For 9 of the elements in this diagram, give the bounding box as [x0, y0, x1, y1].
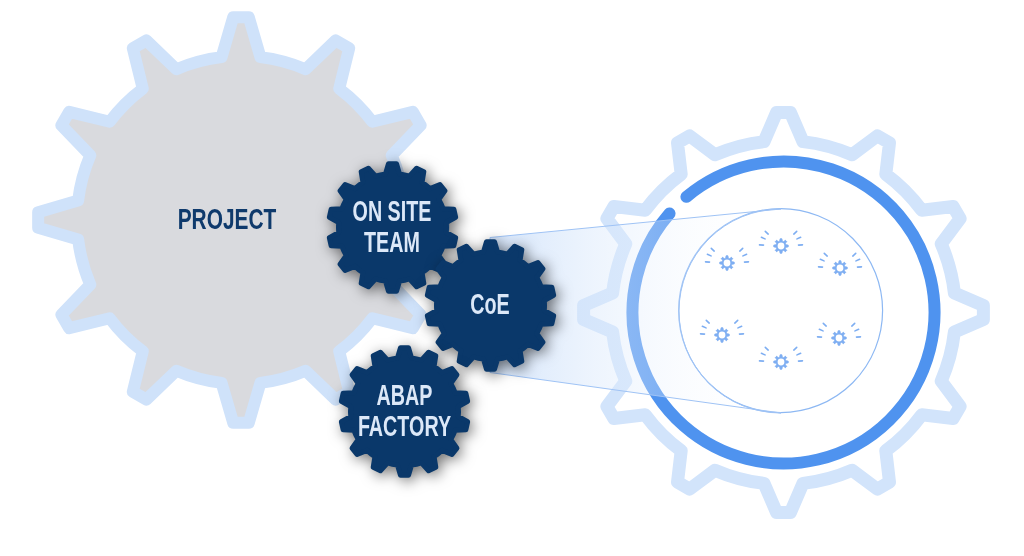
- gear-label: CoE: [469, 289, 511, 321]
- gear-label: ABAP FACTORY: [357, 379, 451, 443]
- zoom-beam: [489, 208, 782, 414]
- gear: [324, 159, 460, 295]
- magnified-circle: [678, 208, 884, 414]
- gear-label: ON SITE TEAM: [351, 195, 433, 259]
- gear-label: PROJECT: [177, 204, 277, 236]
- gear: [336, 343, 472, 479]
- gear: [422, 237, 558, 373]
